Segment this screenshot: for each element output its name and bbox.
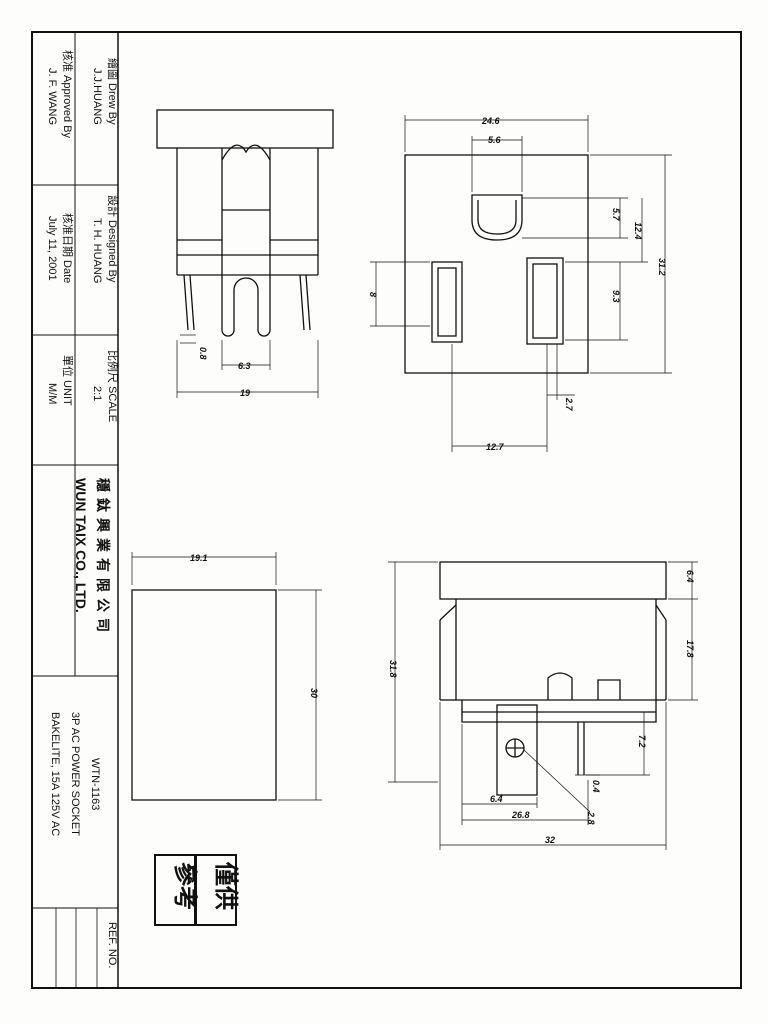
dim-bottom-left-1: 19.1 [190,553,208,563]
side-profile-bottom-right-dims: 6.4 17.8 31.8 7.2 0.4 2.8 6.4 26.8 32 [388,570,695,845]
dim-top-left-2: 6.3 [238,361,251,371]
reference-only-stamp: 僅供 參考 [154,854,241,926]
dim-bottom-right-9: 32 [545,835,555,845]
dim-top-left-3: 19 [240,388,250,398]
dim-top-right-6: 8 [368,292,378,297]
drew-by-label: 繪圖 Drew By [106,58,120,125]
side-profile-bottom-right [388,561,698,850]
dim-bottom-right-7: 6.4 [490,794,503,804]
approved-by-value: J. F. WANG [46,68,58,125]
dim-top-right-1: 24.6 [481,116,501,126]
designed-by-value: T. H. HUANG [91,218,103,283]
unit-value: M/M [46,383,58,404]
side-view-top-left-dims: 0.8 6.3 19 [198,347,251,398]
company-name-cn: 穩鈦興業有限公司 [95,478,111,638]
panel-cutout-view [131,552,322,801]
part-number: WTN-1163 [89,758,101,810]
dim-top-left-1: 0.8 [198,347,208,360]
date-value: July 11, 2001 [46,216,58,281]
side-view-top-left [156,109,334,398]
panel-cutout-dims: 19.1 30 [190,553,319,698]
dim-top-right-3: 5.7 [611,208,621,222]
part-description-2: BAKELITE, 15A 125V AC [49,712,61,836]
designed-by-label: 設計 Designed By [106,195,120,283]
part-description-1: 3P AC POWER SOCKET [69,712,81,836]
stamp-line-1: 僅供 [212,861,241,910]
dim-top-right-8: 2.7 [564,397,574,412]
dim-bottom-right-3: 31.8 [388,660,398,678]
scale-value: 2:1 [91,386,103,401]
dim-bottom-right-5: 0.4 [591,780,601,793]
stamp-line-2: 參考 [171,862,200,910]
dim-bottom-right-2: 17.8 [685,640,695,658]
dim-bottom-right-6: 2.8 [586,811,596,825]
approved-by-label: 核准 Approved By [61,50,75,139]
dim-top-right-5: 31.2 [657,258,667,276]
unit-label: 單位 UNIT [61,355,75,406]
dim-top-right-2: 5.6 [488,135,502,145]
front-view-top-right [370,115,672,452]
sheet-border [31,31,742,989]
title-block: 繪圖 Drew By J.J.HUANG 核准 Approved By J. F… [32,32,120,988]
company-name-en: WUN TAIX CO., LTD. [73,478,89,613]
scale-label: 比例尺 SCALE [106,350,120,422]
front-view-top-right-dims: 24.6 5.6 5.7 12.4 31.2 8 9.3 2.7 12.7 [368,116,667,452]
dim-bottom-right-8: 26.8 [511,810,530,820]
dim-top-right-7: 9.3 [611,290,621,303]
dim-bottom-right-1: 6.4 [685,570,695,583]
dim-top-right-4: 12.4 [633,222,643,240]
dim-bottom-left-2: 30 [309,688,319,698]
ref-no-label: REF. NO. [106,922,118,968]
dim-top-right-9: 12.7 [486,442,505,452]
drew-by-value: J.J.HUANG [91,68,103,125]
dim-bottom-right-4: 7.2 [637,735,647,748]
date-label: 核准日期 Date [61,213,75,283]
